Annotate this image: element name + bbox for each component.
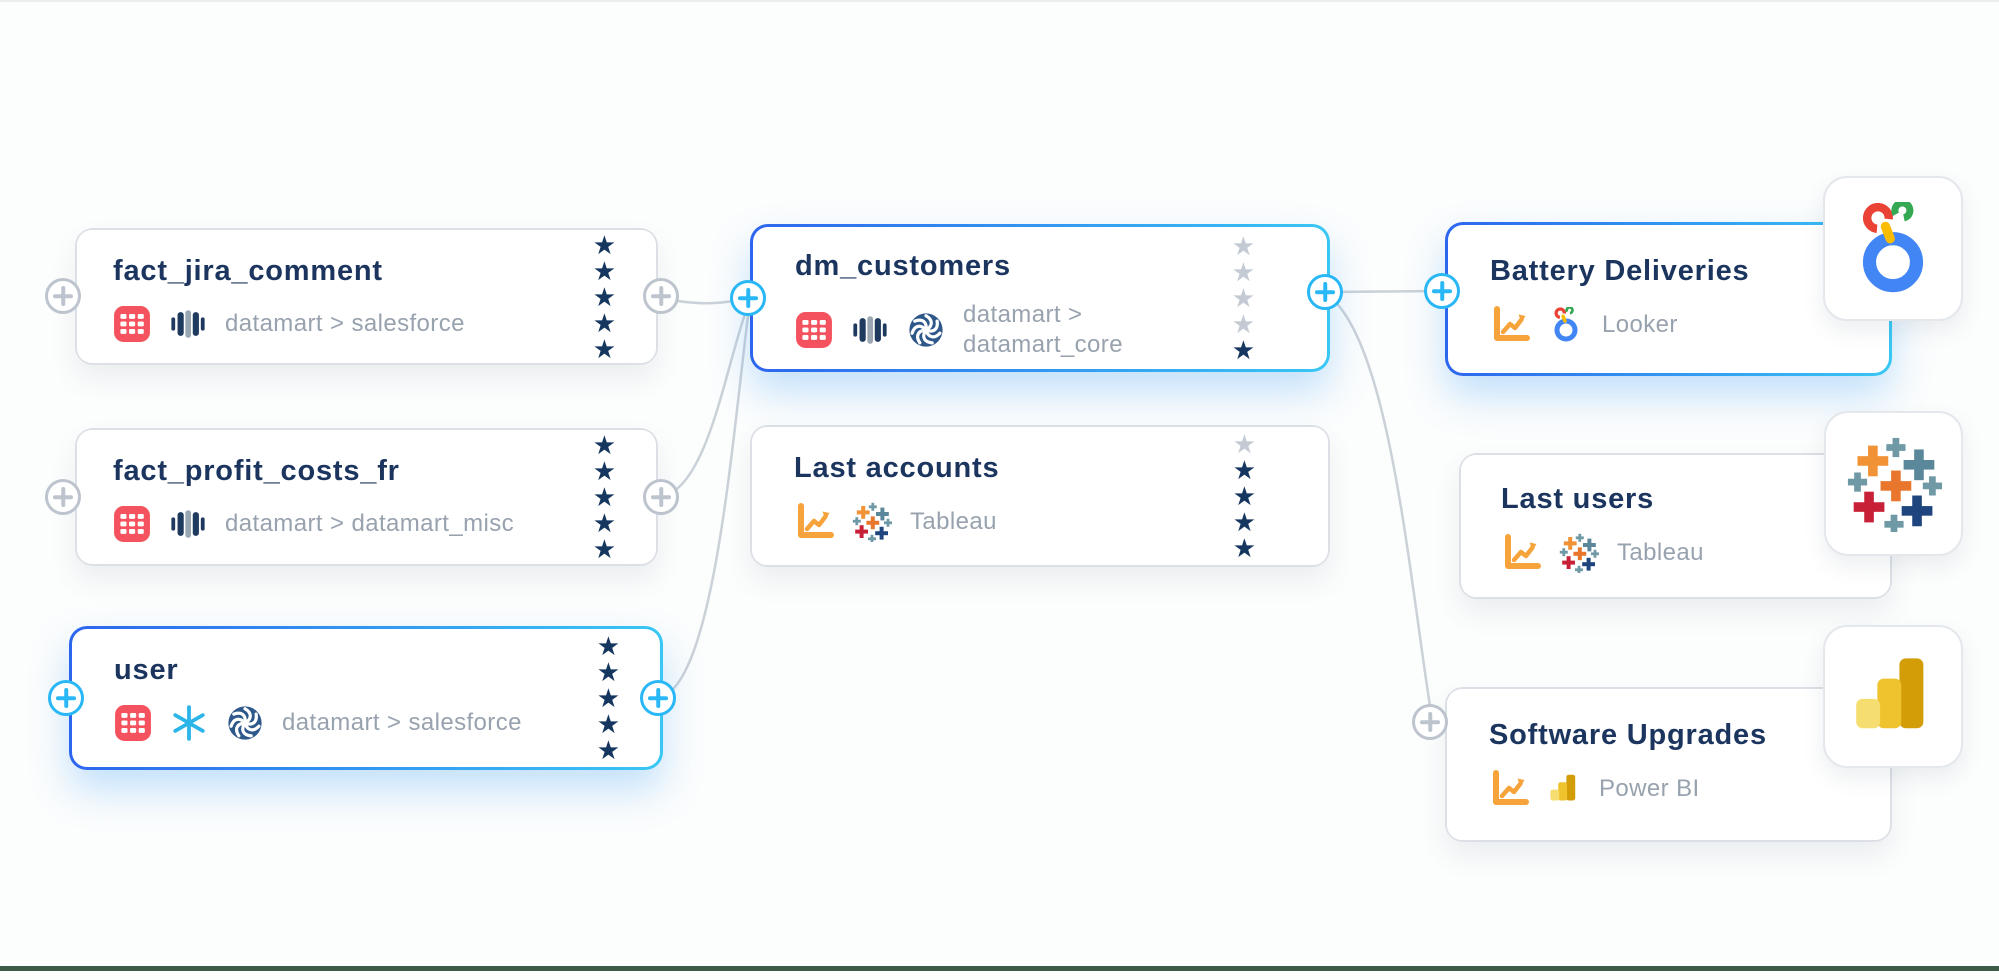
expand-upstream-button[interactable] — [45, 278, 81, 314]
star-icon: ★ — [592, 508, 616, 538]
popularity-stars: ★ ★ ★ ★ ★ — [1232, 233, 1255, 363]
dashboard-chart-icon — [1489, 769, 1529, 809]
expand-upstream-button[interactable] — [1424, 273, 1460, 309]
tableau-logo-icon — [1846, 436, 1942, 532]
dashboard-chart-icon — [794, 502, 834, 542]
top-divider — [0, 0, 1999, 2]
node-path: datamart > datamart_misc — [225, 510, 515, 537]
node-user[interactable]: user datamart > salesforce ★ ★ ★ ★ ★ — [69, 626, 663, 770]
table-icon — [113, 305, 151, 343]
powerbi-badge — [1823, 625, 1963, 768]
dashboard-chart-icon — [1501, 533, 1541, 573]
star-icon: ★ — [592, 229, 616, 260]
star-icon: ★ — [592, 482, 616, 512]
expand-downstream-button[interactable] — [643, 479, 679, 515]
star-icon: ★ — [596, 735, 620, 765]
star-icon: ★ — [1232, 429, 1256, 459]
node-last-accounts[interactable]: Last accounts Tableau ★ ★ ★ ★ ★ — [750, 425, 1330, 567]
star-icon: ★ — [1231, 257, 1255, 287]
star-icon: ★ — [592, 281, 616, 312]
node-path: datamart > datamart_core — [963, 301, 1123, 358]
tableau-icon — [1559, 533, 1599, 573]
tableau-icon — [852, 502, 892, 542]
expand-upstream-button[interactable] — [45, 479, 81, 515]
expand-downstream-button[interactable] — [643, 278, 679, 314]
star-icon: ★ — [596, 657, 620, 687]
table-icon — [113, 505, 151, 543]
node-title: Battery Deliveries — [1490, 255, 1750, 287]
star-icon: ★ — [592, 255, 616, 286]
dashboard-chart-icon — [1490, 305, 1530, 345]
node-title: fact_profit_costs_fr — [113, 455, 400, 487]
popularity-stars: ★ ★ ★ ★ ★ — [1233, 431, 1256, 561]
star-icon: ★ — [1231, 335, 1255, 365]
tableau-badge — [1824, 411, 1963, 556]
node-title: dm_customers — [795, 250, 1011, 282]
star-icon: ★ — [1232, 533, 1256, 563]
star-icon: ★ — [592, 307, 616, 338]
edge-factprofit-dmcustomers — [660, 304, 750, 499]
warehouse-columns-icon — [169, 305, 207, 343]
node-dm-customers[interactable]: dm_customers datamart > datamart_core ★ … — [750, 224, 1330, 372]
star-icon: ★ — [1231, 283, 1255, 313]
node-title: Software Upgrades — [1489, 719, 1767, 751]
warehouse-columns-icon — [169, 505, 207, 543]
node-fact-profit-costs-fr[interactable]: fact_profit_costs_fr datamart > datamart… — [75, 428, 658, 566]
star-icon: ★ — [592, 333, 616, 364]
star-icon: ★ — [592, 456, 616, 486]
warehouse-columns-icon — [851, 311, 889, 349]
pinwheel-icon — [226, 704, 264, 742]
node-tool: Tableau — [1617, 539, 1704, 566]
popularity-stars: ★ ★ ★ ★ ★ — [593, 232, 616, 362]
node-title: fact_jira_comment — [113, 255, 383, 287]
pinwheel-icon — [907, 311, 945, 349]
expand-downstream-button[interactable] — [1307, 274, 1343, 310]
star-icon: ★ — [592, 430, 616, 460]
node-path: datamart > salesforce — [225, 310, 465, 337]
node-tool: Looker — [1602, 311, 1678, 338]
table-icon — [795, 311, 833, 349]
powerbi-logo-icon — [1847, 651, 1939, 743]
node-title: user — [114, 654, 179, 686]
node-last-users[interactable]: Last users Tableau — [1459, 453, 1892, 599]
node-tool: Tableau — [910, 508, 997, 535]
expand-downstream-button[interactable] — [640, 680, 676, 716]
star-icon: ★ — [1232, 455, 1256, 485]
node-path: datamart > salesforce — [282, 709, 522, 736]
table-icon — [114, 704, 152, 742]
node-fact-jira-comment[interactable]: fact_jira_comment datamart > salesforce … — [75, 228, 658, 365]
star-icon: ★ — [1231, 231, 1255, 261]
star-icon: ★ — [596, 683, 620, 713]
star-icon: ★ — [596, 631, 620, 661]
expand-upstream-button[interactable] — [1412, 704, 1448, 740]
node-title: Last accounts — [794, 452, 1000, 484]
popularity-stars: ★ ★ ★ ★ ★ — [597, 633, 620, 763]
expand-upstream-button[interactable] — [730, 280, 766, 316]
star-icon: ★ — [1232, 481, 1256, 511]
edge-dmcustomers-software — [1324, 291, 1432, 707]
node-title: Last users — [1501, 483, 1655, 515]
section-divider — [0, 966, 1999, 971]
star-icon: ★ — [1232, 507, 1256, 537]
star-icon: ★ — [592, 534, 616, 564]
node-tool: Power BI — [1599, 775, 1700, 802]
looker-logo-icon — [1846, 202, 1940, 296]
node-software-upgrades[interactable]: Software Upgrades Power BI — [1445, 687, 1892, 842]
looker-icon — [1548, 307, 1584, 343]
looker-badge — [1823, 176, 1963, 321]
snowflake-icon — [170, 704, 208, 742]
node-battery-deliveries[interactable]: Battery Deliveries Looker — [1445, 222, 1892, 376]
star-icon: ★ — [596, 709, 620, 739]
powerbi-icon — [1547, 772, 1581, 806]
star-icon: ★ — [1231, 309, 1255, 339]
popularity-stars: ★ ★ ★ ★ ★ — [593, 432, 616, 562]
expand-upstream-button[interactable] — [48, 680, 84, 716]
